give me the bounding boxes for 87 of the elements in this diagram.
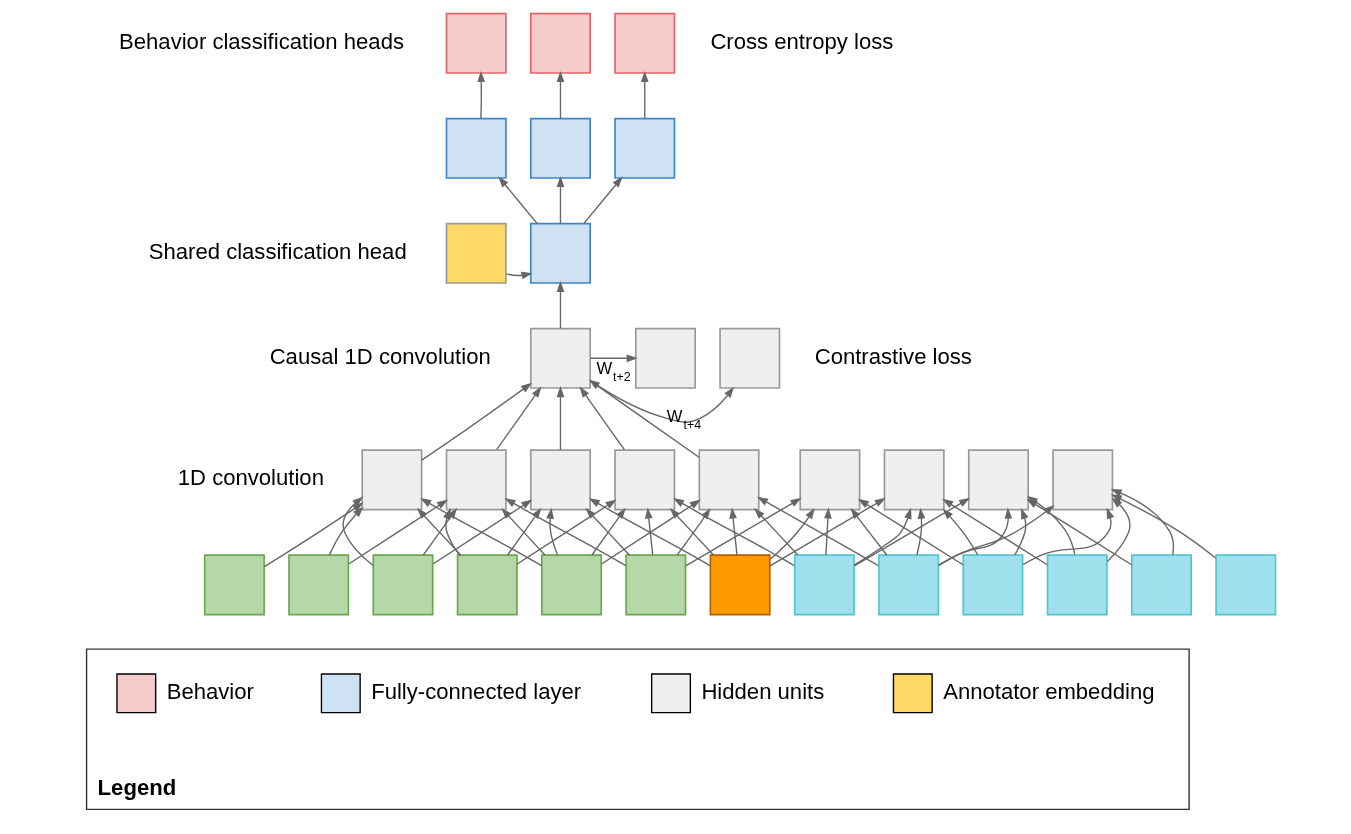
arrow [754, 508, 799, 556]
label: Behavior classification heads [119, 28, 404, 54]
arrow [644, 507, 654, 556]
arrow [729, 507, 738, 556]
node-box [529, 117, 591, 179]
node-box [793, 554, 855, 616]
arrow [421, 382, 532, 461]
arrow [850, 507, 888, 556]
node-box [372, 554, 434, 616]
arrow [546, 507, 559, 556]
edge-label: W$_{t+4}$ [666, 406, 702, 432]
label: Causal 1D convolution [269, 343, 491, 369]
arrow [942, 508, 979, 556]
arrow [1110, 489, 1175, 556]
arrow [769, 497, 886, 567]
arrow [477, 70, 486, 120]
arrow [769, 507, 815, 560]
arrow [556, 175, 565, 225]
arrow [589, 354, 638, 363]
arrow [1110, 494, 1217, 559]
node-box [529, 327, 591, 389]
arrow [583, 176, 623, 225]
label: 1D convolution [177, 465, 324, 491]
arrow [556, 70, 565, 120]
arrow [495, 386, 542, 451]
arrow [853, 507, 912, 566]
node-box [709, 554, 771, 616]
node-box [1215, 554, 1277, 616]
node-box [799, 449, 861, 511]
arrow [263, 502, 364, 568]
label: Contrastive loss [814, 343, 972, 369]
node-box [883, 449, 945, 511]
label: Shared classification head [148, 238, 407, 264]
node-box [541, 554, 603, 616]
arrow [942, 498, 1048, 566]
arrow [600, 499, 701, 565]
node-box [445, 222, 507, 284]
arrow [556, 386, 565, 451]
label: Cross entropy loss [710, 28, 894, 54]
arrow [556, 280, 565, 330]
node-box [967, 449, 1029, 511]
arrow [588, 379, 700, 459]
node-box [529, 449, 591, 511]
arrow [589, 380, 735, 423]
node-box [456, 554, 518, 616]
arrow [824, 507, 832, 556]
node-box [614, 12, 676, 74]
legend-label: Hidden units [701, 678, 825, 704]
arrow [673, 498, 795, 567]
legend-label: Behavior [166, 678, 254, 704]
node-box [878, 554, 940, 616]
node-box [203, 554, 265, 616]
node-box [634, 327, 697, 389]
node-box [445, 449, 507, 511]
node-box [445, 117, 507, 179]
arrow [1014, 508, 1029, 556]
node-box [288, 554, 350, 616]
node-box [625, 554, 687, 616]
arrow [685, 497, 802, 567]
arrow [640, 70, 649, 120]
node-box [445, 12, 507, 74]
arrow [328, 506, 364, 556]
arrow [757, 496, 880, 567]
arrow [1026, 498, 1133, 566]
node-box [1046, 554, 1108, 616]
arrow [342, 496, 374, 567]
node-box [1052, 449, 1114, 511]
legend-label: Fully-connected layer [371, 678, 582, 704]
node-box [529, 12, 591, 74]
arrow [498, 176, 538, 225]
node-box [698, 449, 760, 511]
arrow [1106, 497, 1131, 563]
arrow [516, 499, 617, 565]
node-box [962, 554, 1024, 616]
arrow [579, 386, 626, 451]
arrow [916, 507, 926, 556]
arrow [432, 499, 533, 565]
node-box [614, 449, 676, 511]
node-box [614, 117, 676, 179]
node-box [361, 449, 423, 511]
legend-label: Annotator embedding [943, 678, 1155, 704]
arrow [937, 507, 1013, 567]
node-box [529, 222, 591, 284]
edge-label: W$_{t+2}$ [596, 359, 631, 385]
arrow [348, 499, 449, 565]
node-box [1130, 554, 1192, 616]
node-box [719, 327, 781, 389]
